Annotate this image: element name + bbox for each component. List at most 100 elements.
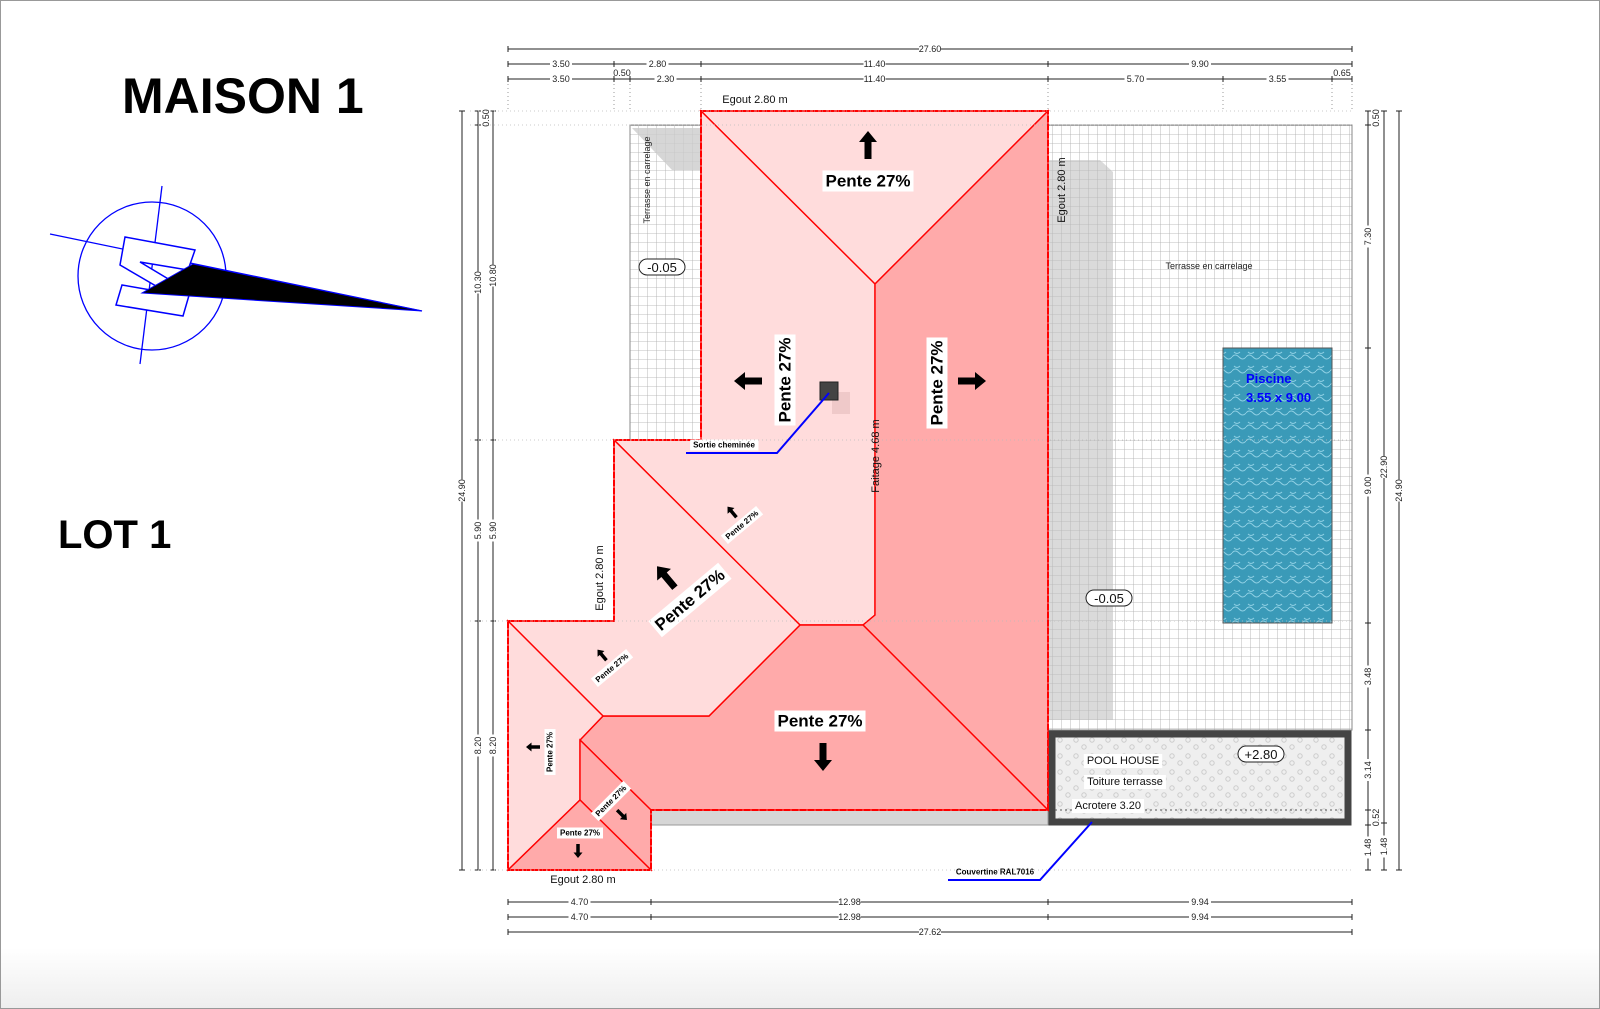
- dimension-label: 2.80: [649, 59, 667, 69]
- pool-size: 3.55 x 9.00: [1246, 390, 1311, 405]
- terrace-left: [629, 124, 702, 441]
- slope-label-small-e-bg: [590, 780, 632, 822]
- dimension-label: 5.90: [473, 522, 483, 540]
- dimension-label: 2.30: [657, 74, 675, 84]
- dimension-line: 0.50: [1365, 109, 1381, 127]
- slope-label-south-group: Pente 27%: [774, 710, 866, 732]
- dimension-label: 3.55: [1269, 74, 1287, 84]
- parapet-label-bg: [1071, 799, 1145, 813]
- chimney-label: Sortie cheminée: [693, 441, 755, 450]
- pool-house-name: POOL HOUSE: [1087, 755, 1159, 767]
- dimension-label: 0.52: [1371, 809, 1381, 827]
- ridge-label: Faitage 4.68 m: [870, 419, 882, 492]
- dimension-line: 10.30: [473, 124, 483, 441]
- dimension-line: 0.50: [475, 109, 491, 127]
- dimension-label: 7.30: [1363, 228, 1373, 246]
- dimension-label: 1.48: [1379, 838, 1389, 856]
- dimension-line: 9.94: [1047, 897, 1353, 907]
- dimension-label: 0.50: [481, 109, 491, 127]
- eaves-label-east: Egout 2.80 m: [1056, 157, 1068, 222]
- pool-house-name-group: POOL HOUSE: [1083, 754, 1163, 768]
- dimension-label: 10.30: [473, 271, 483, 294]
- slope-label-wing-w: Pente 27%: [546, 732, 555, 772]
- slope-label-west-group: Pente 27%: [774, 334, 796, 426]
- roof: [506, 109, 1050, 872]
- dimension-line: 12.98: [650, 897, 1049, 907]
- pool-house-name-bg: [1083, 754, 1163, 768]
- dimension-label: 24.90: [457, 479, 467, 502]
- slope-label-north: Pente 27%: [825, 172, 910, 191]
- dimension-line: 9.90: [1047, 59, 1353, 69]
- dimension-label: 12.98: [838, 912, 861, 922]
- dimension-label: 8.20: [473, 737, 483, 755]
- terrace-label-right: Terrasse en carrelage: [1165, 261, 1252, 271]
- pool-house-roof: Toiture terrasse: [1087, 776, 1163, 788]
- dimension-line: 12.98: [650, 912, 1049, 922]
- dimension-line: 3.50: [507, 74, 615, 84]
- pool-name: Piscine: [1246, 371, 1292, 386]
- dimension-line: 27.60: [507, 44, 1353, 54]
- dimension-label: 11.40: [864, 74, 886, 84]
- slope-label-small-s: Pente 27%: [560, 829, 600, 838]
- dimension-label: 4.70: [571, 912, 589, 922]
- slope-label-small-s-bg: [556, 827, 604, 839]
- dimension-line: 9.00: [1363, 347, 1373, 624]
- dimension-line: 11.40: [700, 74, 1049, 84]
- dimension-line: 11.40: [700, 59, 1049, 69]
- north-arrow-icon: [49, 185, 423, 365]
- dimension-line: 5.90: [488, 439, 498, 622]
- pool: [1222, 347, 1333, 624]
- dimension-line: 7.30: [1363, 124, 1373, 349]
- chimney-label-group: Sortie cheminée: [690, 439, 759, 451]
- slope-label-north-bg: [822, 170, 914, 192]
- slope-label-south: Pente 27%: [777, 712, 862, 731]
- lot-title: LOT 1: [58, 513, 171, 557]
- dimension-line: 1.48: [1363, 824, 1373, 871]
- slope-label-east-bg: [926, 337, 948, 429]
- dimension-label: 5.70: [1127, 74, 1145, 84]
- dimension-label: 3.50: [552, 74, 570, 84]
- slope-label-south-bg: [774, 710, 866, 732]
- slope-label-wing-nw-bg: [590, 648, 634, 688]
- house-title: MAISON 1: [122, 68, 364, 124]
- dimension-line: 0.52: [1365, 809, 1381, 827]
- dimension-label: 27.60: [919, 44, 942, 54]
- level-badge-left: -0.05: [647, 260, 677, 275]
- parapet-label-group: Acrotere 3.20: [1071, 799, 1145, 813]
- slope-label-west: Pente 27%: [776, 337, 795, 422]
- dimension-line: 5.70: [1047, 74, 1224, 84]
- pool-house-roof-bg: [1084, 775, 1166, 789]
- dimension-label: 10.80: [488, 264, 498, 287]
- level-badge-pool-house-frame: [1237, 745, 1285, 763]
- level-badge-pool-house: +2.80: [1245, 747, 1278, 762]
- eaves-label-top: Egout 2.80 m: [722, 94, 787, 106]
- dimension-label: 5.90: [488, 522, 498, 540]
- dimension-label: 3.50: [552, 59, 570, 69]
- dimension-label: 4.70: [571, 897, 589, 907]
- eaves-label-top-group: Egout 2.80 m: [722, 94, 787, 106]
- dimension-label: 11.40: [864, 59, 886, 69]
- parapet-label: Acrotere 3.20: [1075, 800, 1141, 812]
- slope-label-east: Pente 27%: [928, 340, 947, 425]
- coping-leader: [948, 821, 1093, 881]
- pool-house-roof-group: Toiture terrasse: [1084, 775, 1166, 789]
- terrace-label-right-group: Terrasse en carrelage: [1165, 261, 1252, 271]
- dimension-label: 8.20: [488, 737, 498, 755]
- dimension-line: 4.70: [507, 897, 652, 907]
- eaves-label-wing: Egout 2.80 m: [594, 545, 606, 610]
- dimension-line: 27.62: [507, 927, 1353, 937]
- dimension-label: 3.14: [1363, 761, 1373, 779]
- chimney: [819, 381, 839, 401]
- dimension-line: 10.80: [488, 110, 498, 441]
- slope-label-wing-bg: [648, 562, 732, 638]
- dimension-line: 5.90: [473, 439, 483, 622]
- dimension-line: 4.70: [507, 912, 652, 922]
- eaves-label-east-group: Egout 2.80 m: [1056, 157, 1068, 222]
- dimension-label: 9.94: [1191, 912, 1209, 922]
- dimension-label: 0.50: [613, 68, 631, 78]
- dimension-line: 24.90: [1394, 110, 1404, 871]
- dimension-line: 9.94: [1047, 912, 1353, 922]
- slope-label-west-bg: [774, 334, 796, 426]
- dimension-line: 22.90: [1379, 110, 1389, 824]
- eaves-label-wing-group: Egout 2.80 m: [594, 545, 606, 610]
